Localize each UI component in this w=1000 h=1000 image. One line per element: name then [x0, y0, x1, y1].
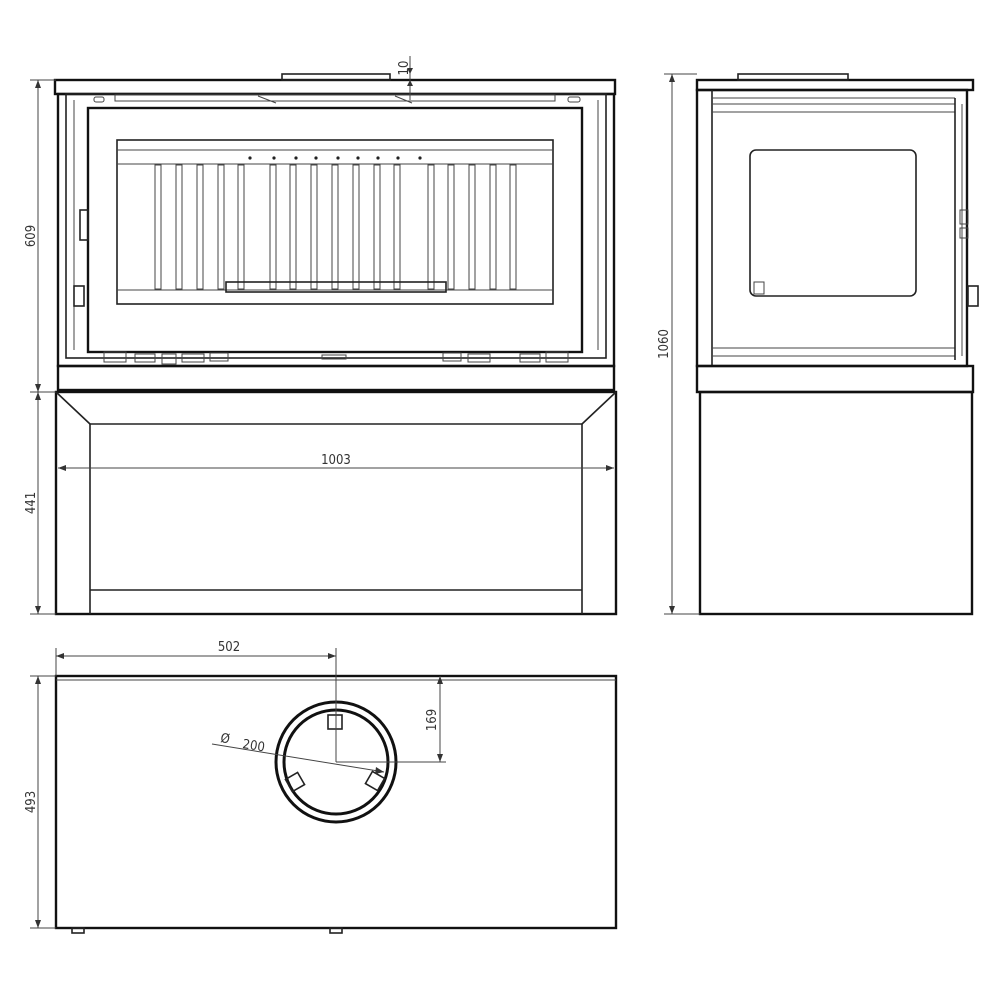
side-view: [695, 73, 979, 616]
dim-depth: 493: [24, 791, 39, 813]
grate-bar: [269, 164, 277, 290]
grate-bar: [331, 164, 339, 290]
dim-flue-offset-y: 169: [425, 709, 440, 731]
dim-overall-height: 1060: [657, 329, 672, 359]
grate-rivet: [314, 156, 318, 160]
grate-rivet: [272, 156, 276, 160]
dim-firebox-height: 609: [24, 225, 39, 247]
grate-rivet: [396, 156, 400, 160]
grate-bar: [196, 164, 204, 290]
dim-flue-diameter-symbol: Ø: [219, 731, 230, 747]
grate-bar: [217, 164, 225, 290]
grate-bar: [352, 164, 360, 290]
dim-flue-offset-x: 502: [218, 640, 240, 655]
grate-bar: [468, 164, 476, 290]
grate-bar: [310, 164, 318, 290]
grate-bar: [489, 164, 497, 290]
grate-bars: [154, 156, 517, 290]
front-dimensions: 10 609 441 1003: [24, 56, 614, 615]
grate-bar: [373, 164, 381, 290]
top-dimensions: 502 169 Ø 200 493: [24, 640, 446, 929]
grate-rivet: [294, 156, 298, 160]
dim-overall-width: 1003: [321, 453, 351, 468]
grate-bar: [427, 164, 435, 290]
grate-bar: [509, 164, 517, 290]
dim-flue-diameter: 200: [241, 737, 265, 755]
grate-bar: [447, 164, 455, 290]
grate-bar: [154, 164, 162, 290]
grate-rivet: [418, 156, 422, 160]
front-view: [53, 73, 618, 616]
grate-rivet: [356, 156, 360, 160]
grate-bar: [237, 164, 245, 290]
dim-top-gap: 10: [397, 61, 412, 76]
grate-rivet: [248, 156, 252, 160]
dim-base-height: 441: [24, 492, 39, 514]
grate-rivet: [376, 156, 380, 160]
grate-bar: [175, 164, 183, 290]
side-dimensions: 1060: [657, 73, 700, 615]
grate-bar: [289, 164, 297, 290]
grate-bar: [393, 164, 401, 290]
grate-rivet: [336, 156, 340, 160]
